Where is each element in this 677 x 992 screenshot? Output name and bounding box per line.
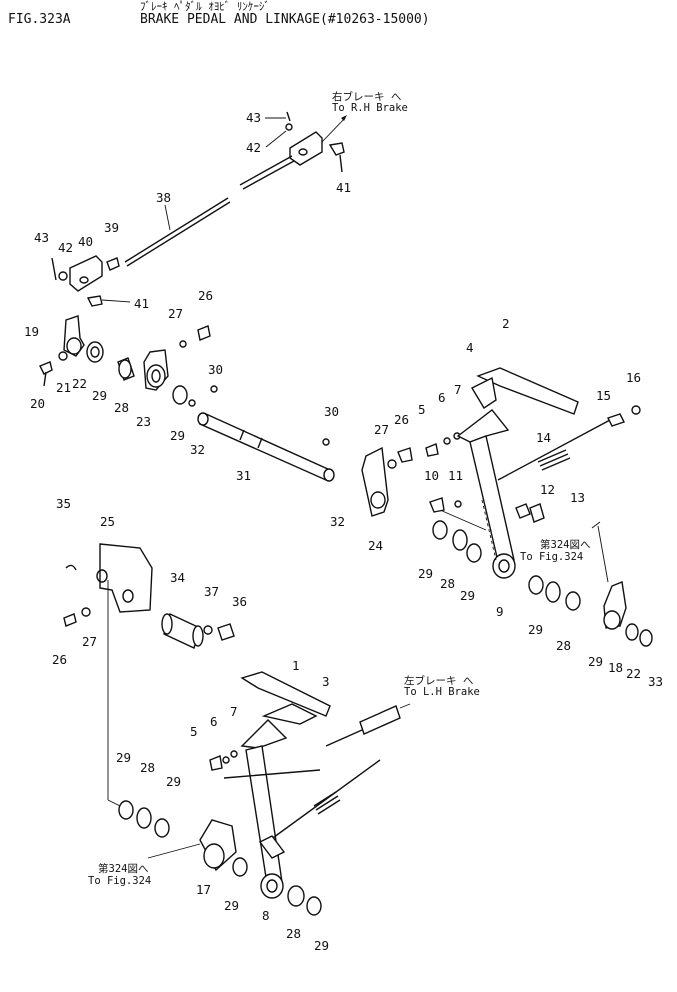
part-label: 29 (116, 750, 131, 765)
part-label: 8 (262, 908, 270, 923)
part-label: 3 (322, 674, 330, 689)
part-label: 7 (454, 382, 462, 397)
part-number-labels: 43 42 41 38 43 42 40 39 41 27 26 19 30 2… (24, 110, 663, 953)
part-label: 21 (56, 380, 71, 395)
part-label: 1 (292, 658, 300, 673)
part-label: 43 (34, 230, 49, 245)
reference-notes: 右ブレーキ へ To R.H Brake 左ブレーキ へ To L.H Brak… (88, 90, 590, 887)
figure-number: FIG.323A (8, 12, 71, 27)
part-label: 16 (626, 370, 641, 385)
part-label: 5 (190, 724, 198, 739)
part-label: 28 (556, 638, 571, 653)
part-label: 4 (466, 340, 474, 355)
part-label: 43 (246, 110, 261, 125)
part-label: 27 (82, 634, 97, 649)
note-to-rh-en: To R.H Brake (332, 102, 408, 114)
part-label: 6 (210, 714, 218, 729)
bracket-25-assembly (63, 543, 235, 800)
part-label: 28 (114, 400, 129, 415)
part-label: 29 (588, 654, 603, 669)
left-bracket-assembly (39, 315, 218, 407)
part-label: 20 (30, 396, 45, 411)
part-label: 37 (204, 584, 219, 599)
note-fig324-left-en: To Fig.324 (88, 875, 151, 887)
part-label: 29 (528, 622, 543, 637)
part-label: 5 (418, 402, 426, 417)
part-label: 14 (536, 430, 551, 445)
part-label: 7 (230, 704, 238, 719)
note-fig324-right-jp: 第324図へ (540, 538, 590, 551)
part-label: 33 (648, 674, 663, 689)
part-label: 29 (460, 588, 475, 603)
part-label: 22 (72, 376, 87, 391)
part-label: 31 (236, 468, 251, 483)
part-label: 24 (368, 538, 383, 553)
part-label: 28 (140, 760, 155, 775)
part-label: 12 (540, 482, 555, 497)
part-label: 29 (314, 938, 329, 953)
rh-pedal-assembly (361, 367, 641, 579)
part-label: 23 (136, 414, 151, 429)
part-label: 13 (570, 490, 585, 505)
part-label: 25 (100, 514, 115, 529)
part-label: 42 (58, 240, 73, 255)
part-label: 38 (156, 190, 171, 205)
rod-38-assembly (51, 197, 231, 307)
part-label: 10 (424, 468, 439, 483)
part-label: 41 (134, 296, 149, 311)
part-label: 18 (608, 660, 623, 675)
part-label: 29 (92, 388, 107, 403)
part-label: 6 (438, 390, 446, 405)
part-label: 27 (374, 422, 389, 437)
part-label: 30 (324, 404, 339, 419)
part-label: 11 (448, 468, 463, 483)
part-label: 17 (196, 882, 211, 897)
part-label: 26 (198, 288, 213, 303)
part-label: 28 (440, 576, 455, 591)
japanese-title: ﾌﾞﾚｰｷ ﾍﾟﾀﾞﾙ ｵﾖﾋﾞ ﾘﾝｹｰｼﾞ (140, 0, 270, 13)
part-label: 30 (208, 362, 223, 377)
part-label: 29 (418, 566, 433, 581)
part-label: 26 (394, 412, 409, 427)
part-label: 32 (190, 442, 205, 457)
part-label: 22 (626, 666, 641, 681)
note-fig324-left-jp: 第324図へ (98, 862, 148, 875)
part-label: 26 (52, 652, 67, 667)
part-label: 29 (170, 428, 185, 443)
note-to-lh-en: To L.H Brake (404, 686, 480, 698)
part-label: 9 (496, 604, 504, 619)
part-label: 19 (24, 324, 39, 339)
part-label: 32 (330, 514, 345, 529)
note-fig324-right-en: To Fig.324 (520, 551, 583, 563)
rh-brake-rod-assembly (239, 111, 347, 190)
part-label: 2 (502, 316, 510, 331)
note-to-rh-jp: 右ブレーキ へ (332, 90, 401, 103)
part-label: 27 (168, 306, 183, 321)
part-label: 41 (336, 180, 351, 195)
right-lever-18 (528, 521, 653, 647)
note-to-lh-jp: 左ブレーキ へ (404, 674, 473, 687)
part-label: 34 (170, 570, 185, 585)
part-label: 39 (104, 220, 119, 235)
part-label: 29 (166, 774, 181, 789)
lh-pedal-assembly (107, 671, 411, 916)
part-label: 40 (78, 234, 93, 249)
part-label: 29 (224, 898, 239, 913)
part-label: 15 (596, 388, 611, 403)
part-label: 36 (232, 594, 247, 609)
part-label: 28 (286, 926, 301, 941)
part-label: 42 (246, 140, 261, 155)
part-label: 35 (56, 496, 71, 511)
figure-title: BRAKE PEDAL AND LINKAGE(#10263-15000) (140, 12, 430, 27)
cross-shaft-31 (197, 412, 335, 482)
